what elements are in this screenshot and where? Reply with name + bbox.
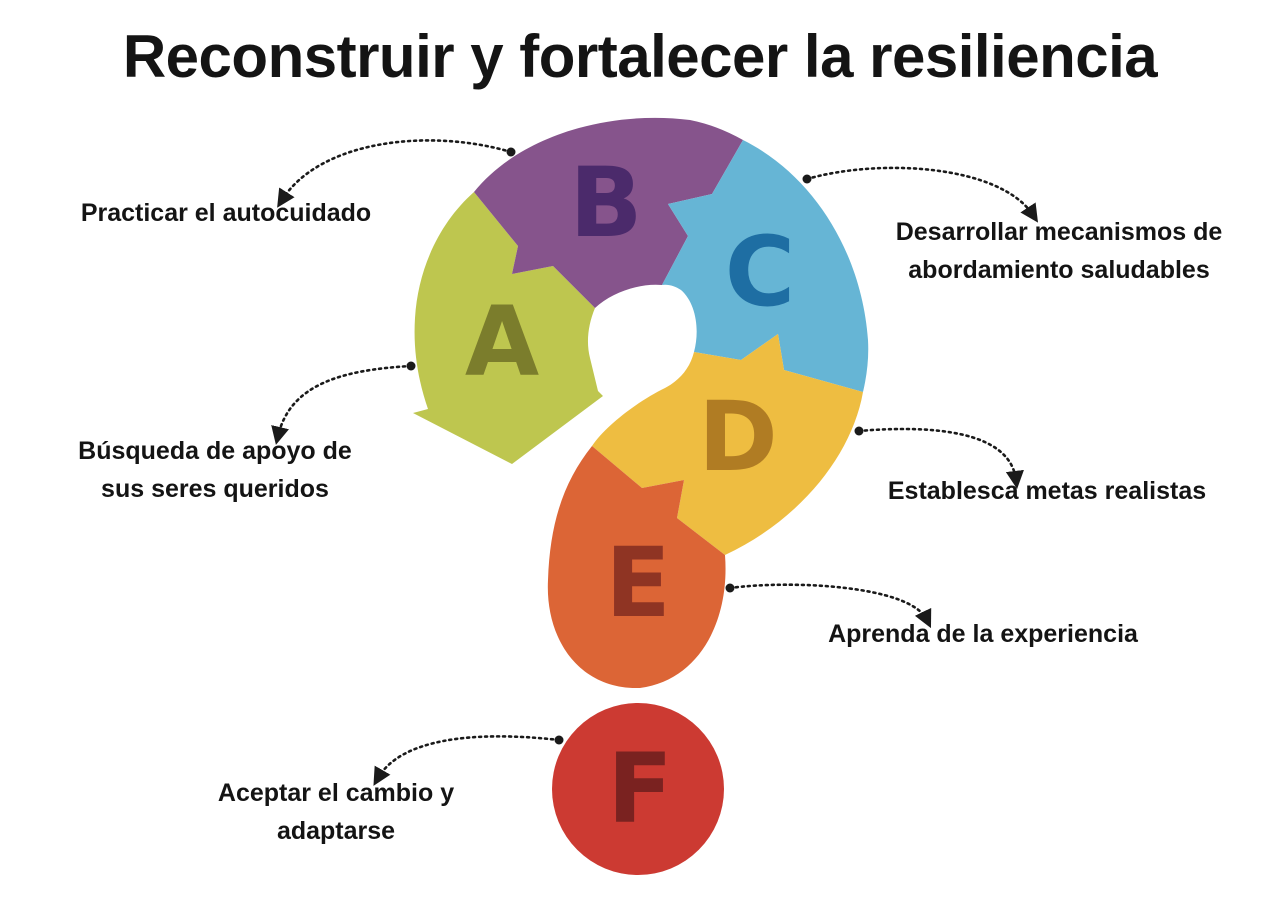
label-desarrollar-mecanismos: Desarrollar mecanismos de abordamiento s… bbox=[870, 213, 1248, 289]
connector-d bbox=[857, 427, 1024, 490]
letter-d: D bbox=[698, 381, 778, 493]
label-line: sus seres queridos bbox=[101, 475, 329, 503]
segment-d bbox=[592, 334, 863, 555]
segment-a bbox=[413, 192, 603, 464]
label-line: abordamiento saludables bbox=[908, 256, 1210, 284]
label-line: Practicar el autocuidado bbox=[80, 199, 372, 227]
letter-e: E bbox=[605, 527, 671, 639]
label-busqueda-apoyo: Búsqueda de apoyo de sus seres queridos bbox=[56, 432, 374, 508]
connector-dot-e bbox=[725, 583, 735, 593]
connector-dot-f bbox=[554, 735, 564, 745]
connector-b bbox=[277, 139, 513, 208]
letter-f: F bbox=[607, 733, 673, 845]
label-line: Aprenda de la experiencia bbox=[828, 620, 1138, 648]
connector-dot-d bbox=[854, 426, 864, 436]
label-line: adaptarse bbox=[276, 817, 396, 845]
page-title: Reconstruir y fortalecer la resiliencia bbox=[122, 23, 1158, 90]
label-establesca-metas: Establesca metas realistas bbox=[862, 472, 1232, 510]
connector-dot-c bbox=[802, 174, 812, 184]
label-aprenda-experiencia: Aprenda de la experiencia bbox=[808, 615, 1158, 653]
label-line: Aceptar el cambio y bbox=[217, 779, 455, 807]
connector-f bbox=[373, 735, 561, 786]
connector-dot-b bbox=[506, 147, 516, 157]
label-line: Desarrollar mecanismos de bbox=[895, 218, 1223, 246]
letter-c: C bbox=[725, 216, 795, 328]
letter-a: A bbox=[465, 286, 539, 398]
segment-f bbox=[552, 703, 724, 875]
letter-b: B bbox=[569, 147, 642, 259]
label-line: Establesca metas realistas bbox=[887, 477, 1207, 505]
label-practicar-autocuidado: Practicar el autocuidado bbox=[66, 194, 386, 232]
label-aceptar-cambio: Aceptar el cambio y adaptarse bbox=[196, 774, 476, 850]
connector-c bbox=[805, 166, 1039, 223]
segment-e bbox=[547, 446, 726, 689]
segment-b bbox=[474, 117, 743, 308]
connector-e bbox=[728, 583, 932, 629]
connector-dot-a bbox=[406, 361, 416, 371]
connector-a bbox=[271, 364, 413, 445]
label-line: Búsqueda de apoyo de bbox=[78, 437, 352, 465]
segment-c bbox=[662, 140, 869, 392]
